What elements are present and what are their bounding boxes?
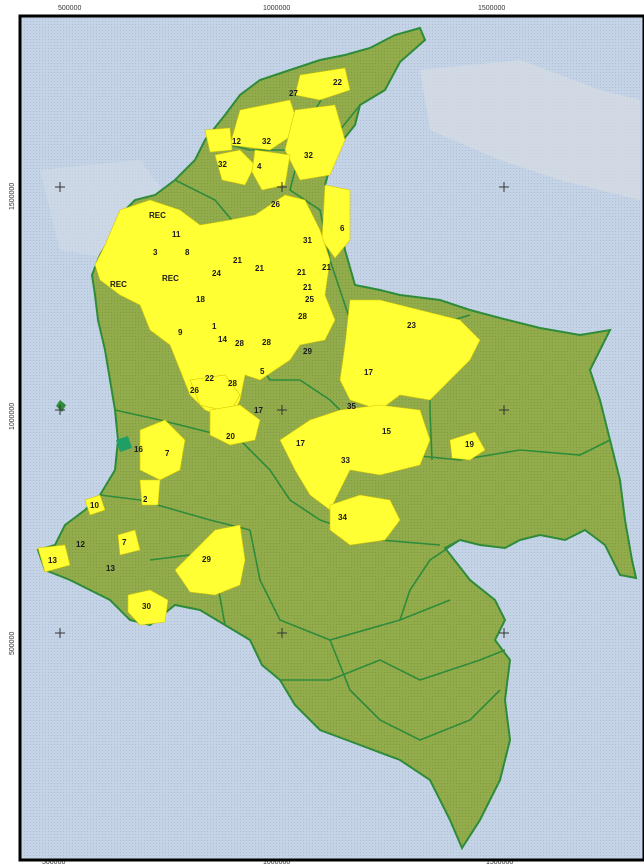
bottom-tick-1500000: 1500000 [486,859,513,866]
zone-label: 27 [289,89,298,98]
island-west [56,400,66,412]
zone-label: 34 [338,513,347,522]
zone-label: 17 [364,368,373,377]
zone-label: 28 [262,338,271,347]
top-tick-500000: 500000 [58,5,81,12]
zone-label: 11 [172,230,181,239]
zone-label: 15 [382,427,391,436]
zone-label: 28 [228,379,237,388]
coastal-islet [116,436,132,452]
highlighted-zones [37,67,486,626]
left-tick-500000: 500000 [9,632,16,655]
zone-label: 28 [298,312,307,321]
zone-label: REC [110,280,127,289]
zone-label: 19 [465,440,474,449]
zone-label: 25 [305,295,314,304]
zone-label: 3 [153,248,158,257]
zone-label: 14 [218,335,227,344]
zone-label: 32 [262,137,271,146]
zone-label: 28 [235,339,244,348]
zone-label: 21 [233,256,242,265]
zone-label: 32 [218,160,227,169]
zone-label: 21 [303,283,312,292]
zone-label: 21 [322,263,331,272]
zone-label: 8 [185,248,190,257]
grid-crosses [55,182,509,638]
zone-label: 30 [142,602,151,611]
zone-labels: 22 27 32 32 12 32 4 26 6 31 REC 11 3 8 2… [48,78,474,611]
zone-label: 1 [212,322,217,331]
zone-label: 22 [333,78,342,87]
zone-label: 24 [212,269,221,278]
zone-label: 16 [134,445,143,454]
zone-label: 23 [407,321,416,330]
zone-label: 5 [260,367,265,376]
zone-label: 13 [106,564,115,573]
zone-label: 22 [205,374,214,383]
left-tick-1500000: 1500000 [9,183,16,210]
zone-label: 31 [303,236,312,245]
bottom-tick-500000: 500000 [42,859,65,866]
bottom-tick-1000000: 1000000 [263,859,290,866]
zone-label: 2 [143,495,148,504]
zone-label: REC [149,211,166,220]
zone-label: 10 [90,501,99,510]
zone-label: 17 [296,439,305,448]
zone-label: 4 [257,162,262,171]
zone-label: 7 [165,449,170,458]
map-frame [18,14,644,862]
top-tick-1000000: 1000000 [263,5,290,12]
top-tick-1500000: 1500000 [478,5,505,12]
left-tick-1000000: 1000000 [9,403,16,430]
zone-label: 17 [254,406,263,415]
zone-label: 6 [340,224,345,233]
zone-label: 9 [178,328,183,337]
zone-label: REC [162,274,179,283]
zone-label: 33 [341,456,350,465]
zone-label: 32 [304,151,313,160]
zone-label: 26 [271,200,280,209]
zone-label: 21 [255,264,264,273]
zone-label: 35 [347,402,356,411]
zone-label: 12 [76,540,85,549]
zone-label: 29 [202,555,211,564]
zone-label: 7 [122,538,127,547]
zone-label: 20 [226,432,235,441]
zone-label: 12 [232,137,241,146]
neighbour-land-ne [420,60,640,200]
zone-label: 13 [48,556,57,565]
zone-label: 18 [196,295,205,304]
zone-label: 26 [190,386,199,395]
zone-label: 21 [297,268,306,277]
zone-label: 29 [303,347,312,356]
